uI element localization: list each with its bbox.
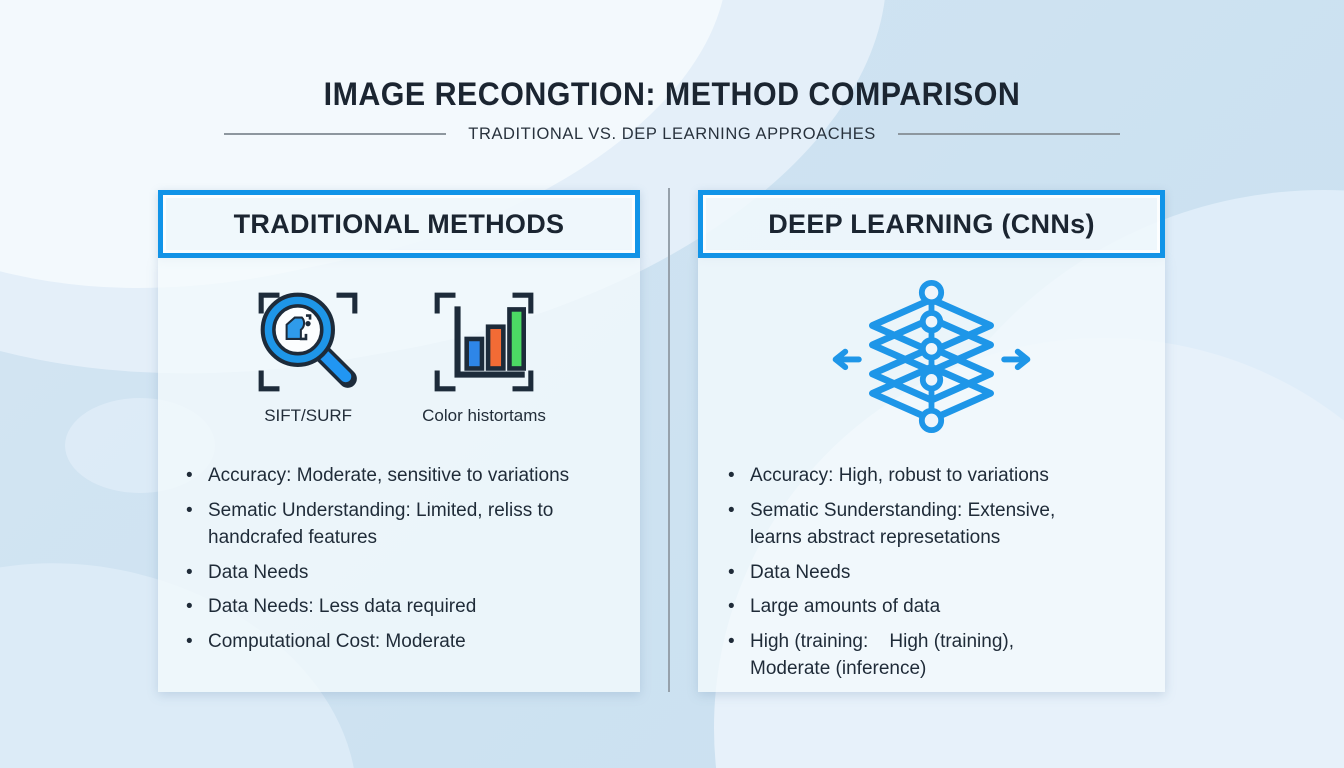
list-item: • Accuracy: High, robust to variations (728, 462, 1099, 490)
page-subtitle: TRADITIONAL VS. DEP LEARNING APPROACHES (468, 124, 876, 143)
page-title: IMAGE RECONGTION: METHOD COMPARISON (323, 76, 1021, 112)
deep-learning-panel: DEEP LEARNING (CNNs) (698, 190, 1165, 692)
bullet-text: Accuracy: Moderate, sensitive to variati… (208, 465, 570, 486)
list-item: • Sematic Sunderstanding: Extensive, lea… (728, 497, 1099, 552)
page-subtitle-row: TRADITIONAL VS. DEP LEARNING APPROACHES (0, 124, 1344, 144)
subtitle-line (223, 133, 446, 135)
right-arrow-icon (1001, 348, 1031, 370)
list-item: • High (training: High (training), Moder… (728, 628, 1099, 683)
bullet-dot: • (186, 630, 193, 652)
bullet-text: Data Needs (750, 561, 851, 583)
subtitle-line (898, 133, 1121, 135)
color-histogram-label: Color histortams (422, 406, 546, 425)
list-item: • Computational Cost: Moderate (186, 628, 626, 656)
bullet-dot: • (728, 596, 735, 618)
traditional-panel-header: TRADITIONAL METHODS (158, 190, 640, 258)
deep-learning-bullet-list: • Accuracy: High, robust to variations •… (698, 462, 1165, 683)
list-item: • Data Needs: Less data required (186, 593, 626, 621)
bullet-dot: • (186, 561, 193, 583)
bullet-dot: • (728, 465, 735, 486)
list-item: • Large amounts of data (728, 593, 1099, 621)
bullet-dot: • (728, 499, 735, 521)
bullet-dot: • (728, 561, 735, 583)
deep-learning-panel-body: • Accuracy: High, robust to variations •… (698, 258, 1165, 692)
sift-surf-label: SIFT/SURF (264, 406, 353, 425)
bullet-text: High (training: High (training), Moderat… (750, 630, 1020, 680)
bullet-text: Sematic Understanding: Limited, reliss t… (208, 499, 559, 549)
list-item: • Data Needs (186, 559, 626, 587)
bullet-text: Accuracy: High, robust to variations (750, 465, 1049, 486)
traditional-icon-area: SIFT/SURF (158, 258, 640, 448)
bullet-dot: • (186, 499, 193, 521)
bullet-text: Computational Cost: Moderate (208, 630, 466, 652)
deep-learning-icon-area (698, 258, 1165, 448)
cnn-layers-icon (832, 279, 1031, 433)
color-histogram-icon (434, 292, 534, 392)
list-item: • Data Needs (728, 559, 1099, 587)
bullet-text: Data Needs: Less data required (208, 596, 477, 618)
deep-learning-panel-header: DEEP LEARNING (CNNs) (698, 190, 1165, 258)
bullet-dot: • (186, 465, 193, 486)
sift-surf-icon-group: SIFT/SURF (252, 286, 364, 426)
traditional-methods-panel: TRADITIONAL METHODS (158, 190, 640, 692)
bullet-dot: • (186, 596, 193, 618)
sift-surf-magnifier-icon (258, 292, 358, 392)
color-histogram-icon-group: Color histortams (422, 286, 546, 426)
panel-divider (668, 188, 670, 692)
traditional-panel-body: SIFT/SURF (158, 258, 640, 692)
bullet-dot: • (728, 630, 735, 652)
traditional-bullet-list: • Accuracy: Moderate, sensitive to varia… (158, 462, 640, 655)
list-item: • Accuracy: Moderate, sensitive to varia… (186, 462, 626, 490)
list-item: • Sematic Understanding: Limited, reliss… (186, 497, 626, 552)
left-arrow-icon (832, 348, 862, 370)
bullet-text: Large amounts of data (750, 596, 941, 618)
bullet-text: Data Needs (208, 561, 309, 583)
bullet-text: Sematic Sunderstanding: Extensive, learn… (750, 499, 1061, 549)
